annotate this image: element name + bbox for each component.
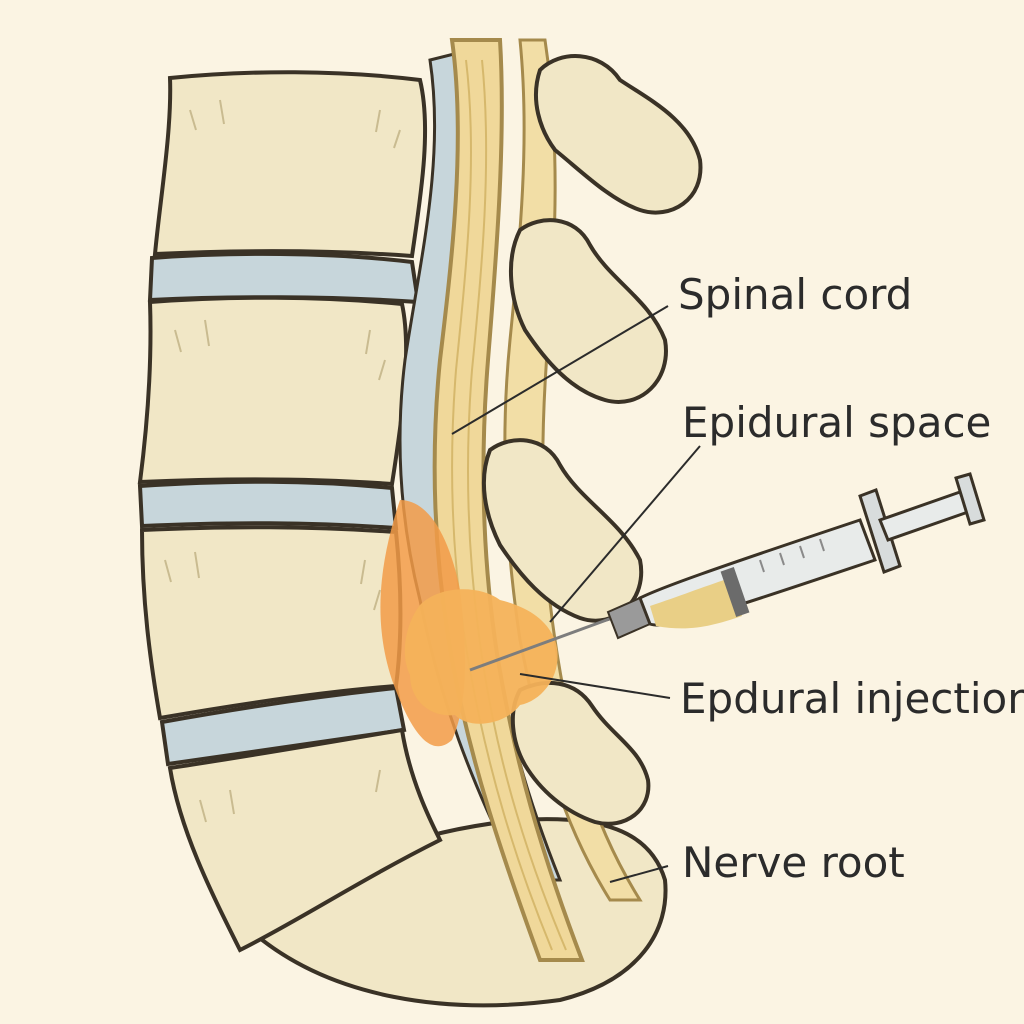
vertebra-3	[139, 525, 403, 721]
disc-1	[147, 251, 421, 305]
label-epidural-space: Epidural space	[682, 398, 992, 447]
syringe	[469, 472, 986, 672]
syringe-flange	[858, 488, 902, 574]
leader-lines	[451, 305, 701, 883]
label-epidural-injection: Epdural injection	[680, 674, 1024, 723]
leader-epidural-space	[549, 445, 701, 623]
vertebra-1	[152, 70, 428, 259]
spinal-cord	[432, 38, 585, 962]
syringe-graduations	[759, 538, 825, 573]
label-nerve-root: Nerve root	[682, 838, 905, 887]
leader-nerve-root	[609, 865, 669, 883]
needle	[469, 616, 613, 672]
plunger-thumb-rest	[954, 472, 986, 526]
cord-fibers	[451, 59, 567, 951]
vertebra-4	[167, 727, 443, 953]
spinous-process-1	[533, 54, 703, 215]
injectate-bolus	[404, 589, 558, 724]
spinous-process-2	[509, 218, 668, 404]
spinous-process-4	[510, 680, 651, 826]
syringe-fluid	[650, 578, 742, 629]
leader-epidural-injection	[519, 673, 671, 699]
syringe-plunger-seal	[720, 567, 750, 617]
disc-2	[137, 479, 399, 531]
label-spinal-cord: Spinal cord	[678, 270, 913, 319]
bone-texture	[164, 99, 401, 823]
leader-spinal-cord	[451, 305, 669, 435]
vertebra-2	[137, 295, 409, 487]
